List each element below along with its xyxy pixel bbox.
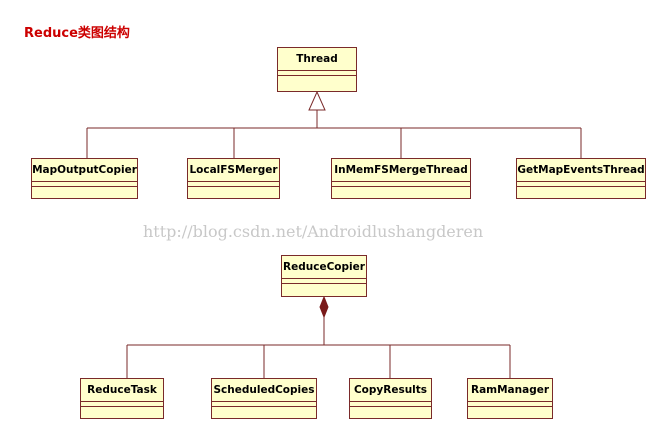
class-name: ScheduledCopies [212, 379, 316, 402]
class-attributes [32, 182, 137, 187]
class-copyresults: CopyResults [349, 378, 432, 419]
class-rammanager: RamManager [467, 378, 553, 419]
class-operations [81, 407, 163, 411]
generalization-arrow-icon [308, 90, 326, 111]
class-name: CopyResults [350, 379, 431, 402]
watermark: http://blog.csdn.net/Androidlushangderen [143, 222, 484, 241]
class-reducetask: ReduceTask [80, 378, 164, 419]
class-name: LocalFSMerger [188, 159, 279, 182]
class-attributes [350, 402, 431, 407]
class-operations [212, 407, 316, 411]
class-inmemfsmergethread: InMemFSMergeThread [331, 158, 471, 199]
class-attributes [81, 402, 163, 407]
class-name: MapOutputCopier [32, 159, 137, 182]
class-name: GetMapEventsThread [517, 159, 645, 182]
class-attributes [282, 279, 366, 284]
class-operations [332, 187, 470, 191]
class-localfsmerger: LocalFSMerger [187, 158, 280, 199]
class-operations [32, 187, 137, 191]
class-name: Thread [278, 48, 356, 71]
class-mapoutputcopier: MapOutputCopier [31, 158, 138, 199]
class-attributes [332, 182, 470, 187]
class-operations [517, 187, 645, 191]
class-operations [188, 187, 279, 191]
class-attributes [212, 402, 316, 407]
class-name: RamManager [468, 379, 552, 402]
class-operations [350, 407, 431, 411]
class-scheduledcopies: ScheduledCopies [211, 378, 317, 419]
class-name: ReduceTask [81, 379, 163, 402]
class-attributes [278, 71, 356, 76]
class-name: InMemFSMergeThread [332, 159, 470, 182]
composition-diamond-icon [319, 295, 329, 319]
class-operations [468, 407, 552, 411]
class-attributes [517, 182, 645, 187]
class-operations [278, 76, 356, 80]
class-reducecopier: ReduceCopier [281, 255, 367, 297]
class-thread: Thread [277, 47, 357, 92]
class-attributes [468, 402, 552, 407]
class-operations [282, 284, 366, 288]
diagram-title: Reduce类图结构 [24, 26, 130, 41]
class-name: ReduceCopier [282, 256, 366, 279]
class-getmapeventsthread: GetMapEventsThread [516, 158, 646, 199]
class-attributes [188, 182, 279, 187]
